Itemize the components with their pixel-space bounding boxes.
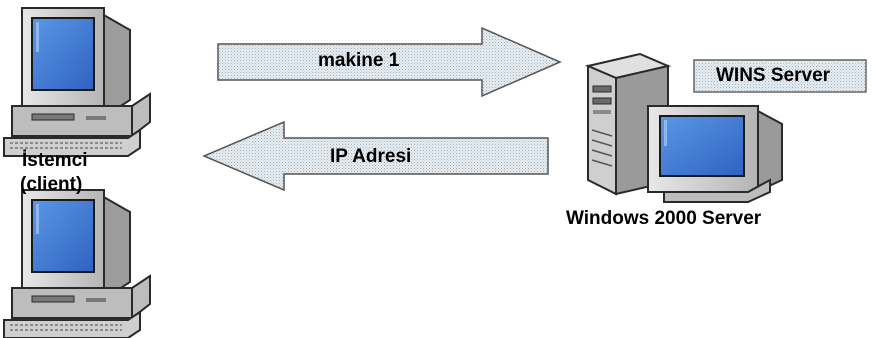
response-arrow-label: IP Adresi: [330, 146, 412, 167]
server-label: Windows 2000 Server: [566, 208, 762, 229]
monitor-icon: [647, 105, 783, 203]
client-label-line1: İstemci: [22, 150, 88, 171]
client-computer-icon: [3, 7, 151, 157]
client-computer-icon: [3, 189, 151, 338]
request-arrow-label: makine 1: [318, 50, 400, 71]
wins-label-box: [693, 59, 867, 93]
wins-server-label: WINS Server: [716, 65, 831, 86]
request-arrow: [217, 26, 562, 98]
response-arrow: [202, 120, 549, 192]
client-label-line2: (client): [20, 174, 83, 195]
